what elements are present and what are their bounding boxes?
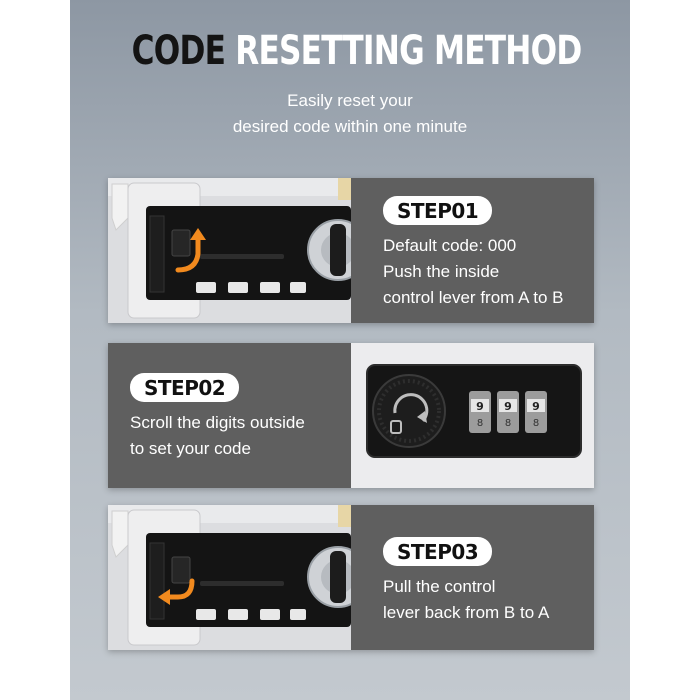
step-description: Pull the control lever back from B to A	[383, 574, 588, 626]
orange-arrow-icon	[165, 578, 195, 600]
step-badge: STEP02	[130, 373, 240, 402]
step2-text: STEP02 Scroll the digits outside to set …	[130, 373, 345, 462]
page-title: CODE RESETTING METHOD	[131, 28, 583, 74]
infographic-page: CODE RESETTING METHOD Easily reset your …	[70, 0, 630, 700]
subtitle-line: desired code within one minute	[232, 117, 468, 136]
title-light-part: RESETTING METHOD	[235, 28, 582, 74]
step1-card: STEP01 Default code: 000 Push the inside…	[108, 178, 594, 323]
title-dark-part: CODE	[131, 28, 226, 74]
step-line: to set your code	[130, 439, 251, 458]
dial-digit: 8	[533, 418, 539, 429]
step1-text: STEP01 Default code: 000 Push the inside…	[383, 196, 588, 311]
step-badge: STEP01	[383, 196, 493, 225]
page-subtitle: Easily reset your desired code within on…	[70, 88, 630, 140]
step-line: Scroll the digits outside	[130, 413, 305, 432]
orange-arrow-icon	[175, 235, 201, 273]
dial-digit: 9	[532, 400, 540, 413]
step2-card: STEP02 Scroll the digits outside to set …	[108, 343, 594, 488]
step-line: Default code: 000	[383, 236, 517, 255]
dial-digit: 8	[505, 418, 511, 429]
subtitle-line: Easily reset your	[287, 91, 413, 110]
lock-lever-photo	[108, 178, 351, 323]
step-line: Pull the control	[383, 577, 496, 596]
step-line: lever back from B to A	[383, 603, 550, 622]
step3-text: STEP03 Pull the control lever back from …	[383, 537, 588, 626]
step3-card: STEP03 Pull the control lever back from …	[108, 505, 594, 650]
step-description: Scroll the digits outside to set your co…	[130, 410, 345, 462]
combination-dial-photo: 9 8 9 8 9 8	[351, 343, 594, 488]
step-line: Push the inside	[383, 262, 500, 281]
dial-digit: 8	[477, 418, 483, 429]
dial-digit: 9	[476, 400, 484, 413]
step-badge: STEP03	[383, 537, 493, 566]
lock-lever-photo	[108, 505, 351, 650]
dial-digit: 9	[504, 400, 512, 413]
step-description: Default code: 000 Push the inside contro…	[383, 233, 588, 311]
step-line: control lever from A to B	[383, 288, 564, 307]
